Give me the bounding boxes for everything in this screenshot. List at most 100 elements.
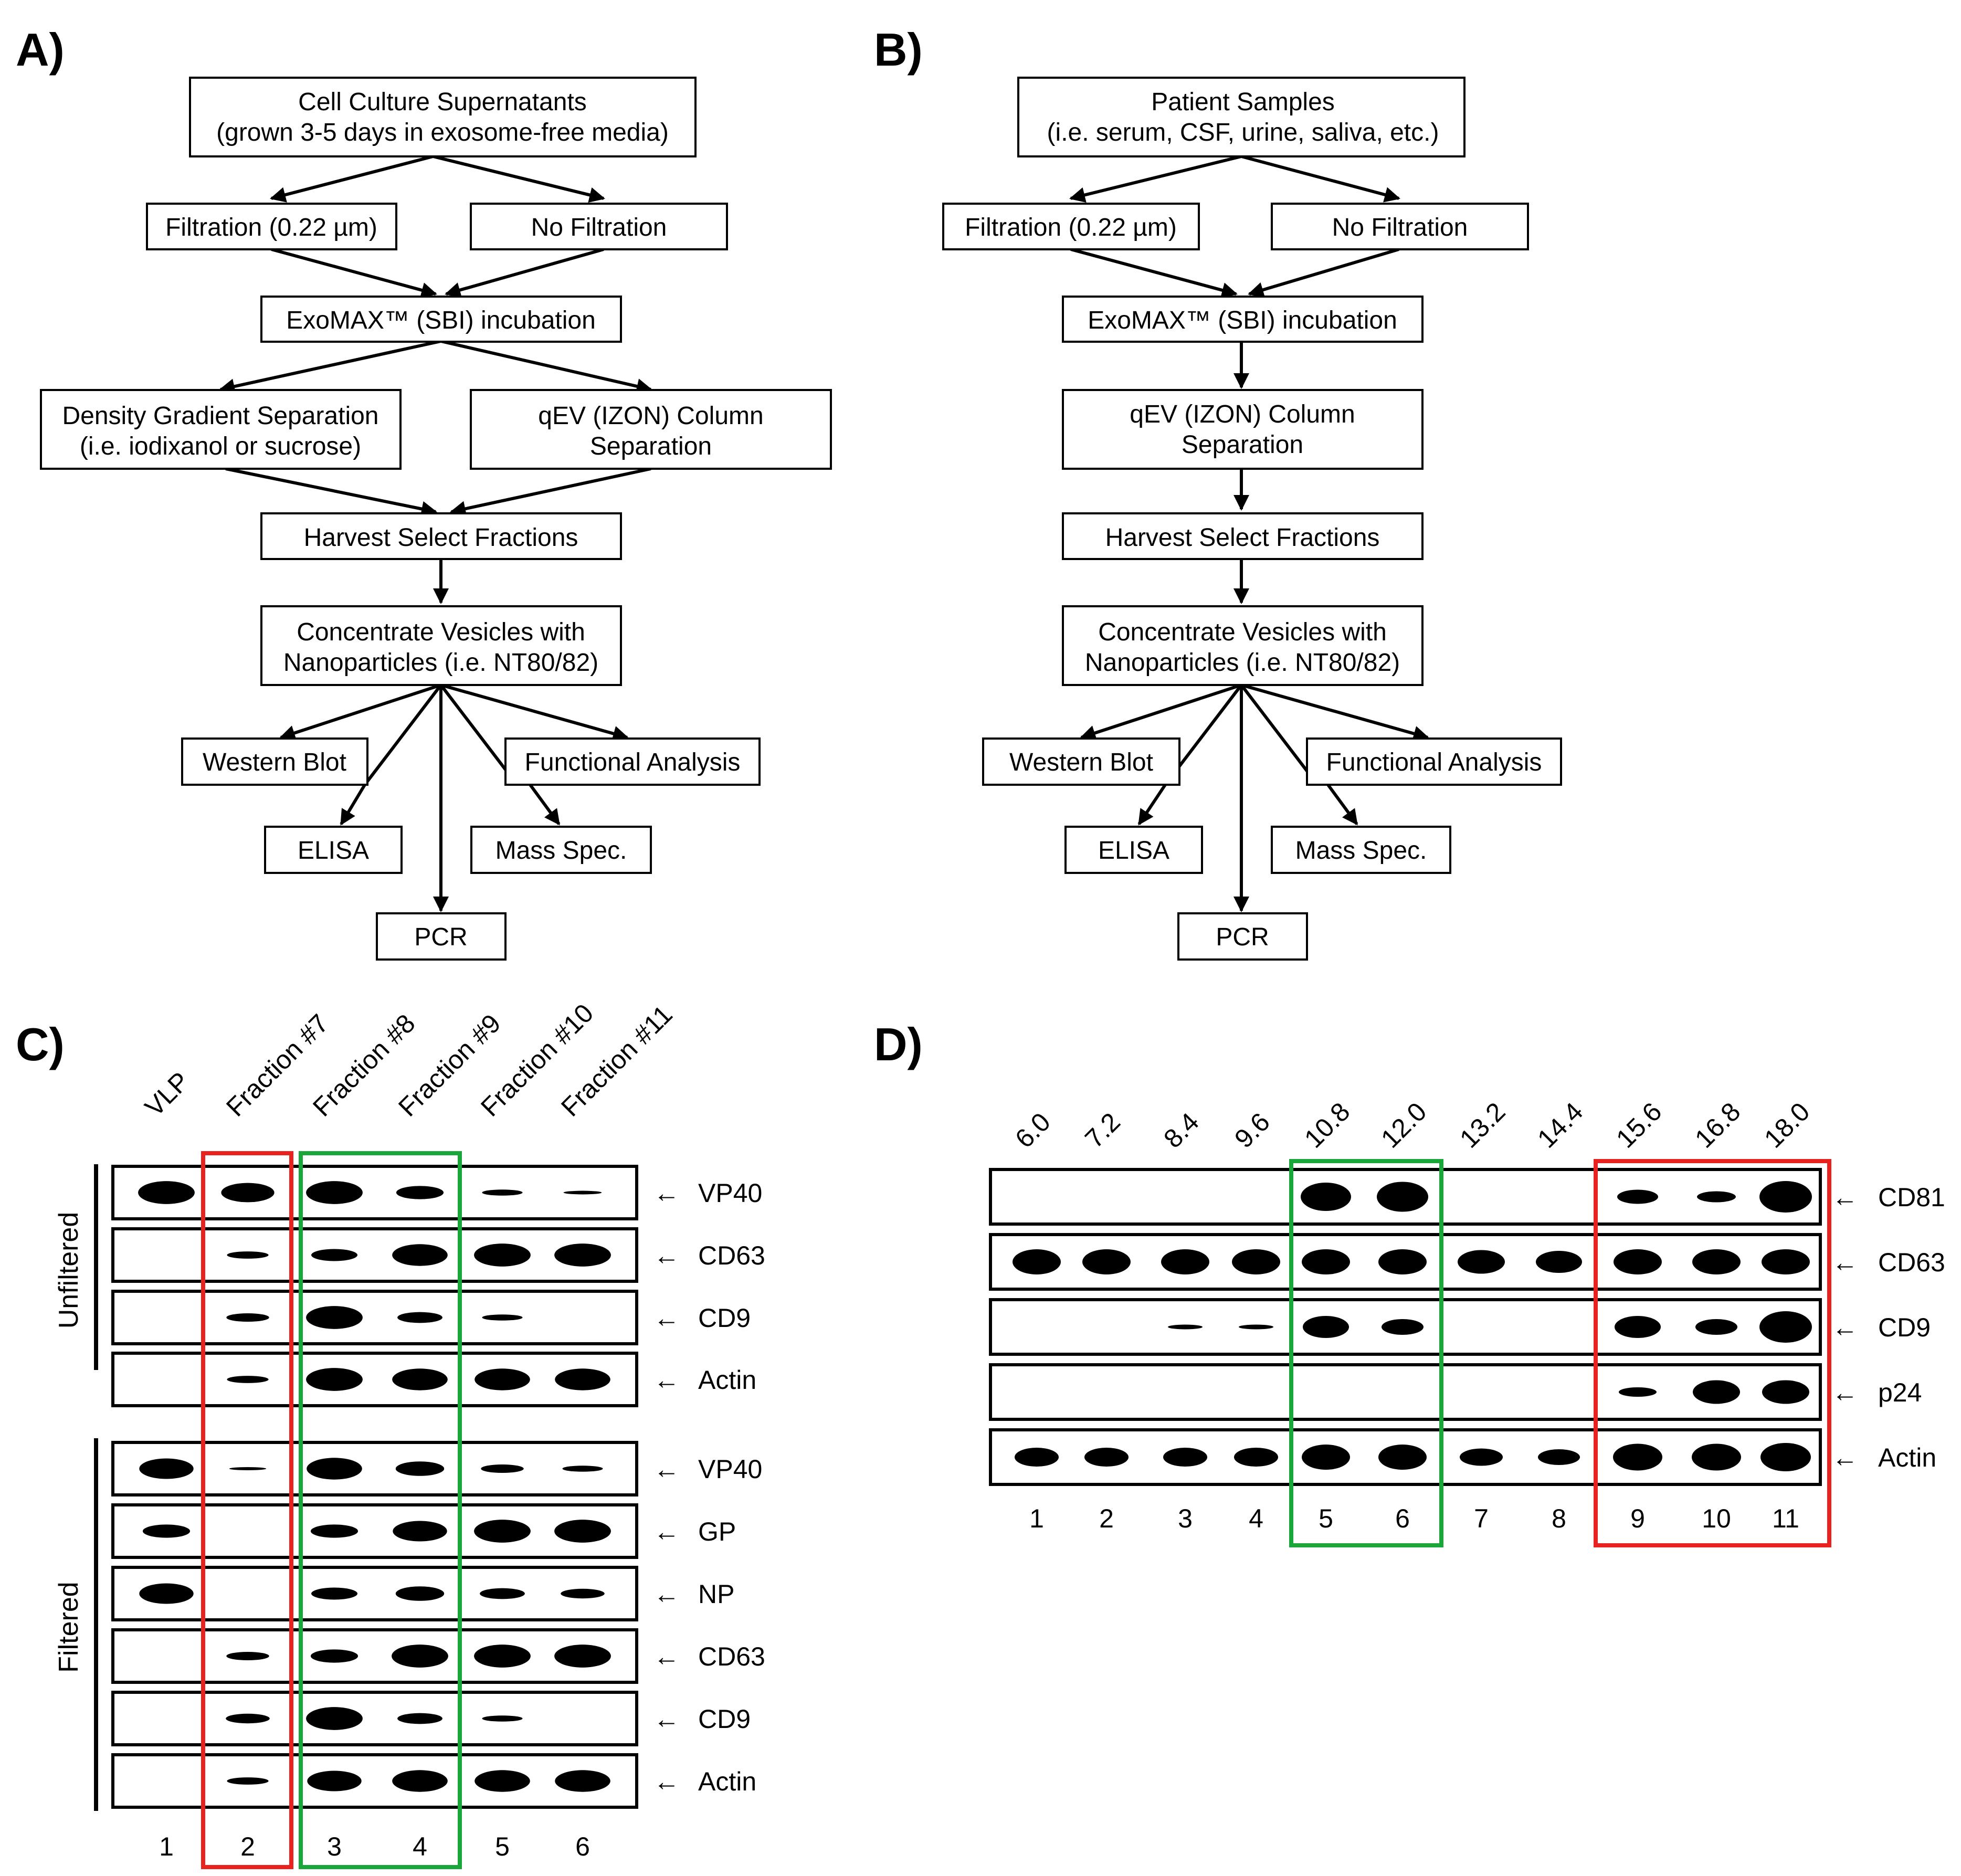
d-band-cd81-lane-5 <box>1301 1183 1351 1211</box>
c-band-cd63-lane-5 <box>474 1243 531 1267</box>
c-lane-number: 2 <box>240 1832 255 1861</box>
arrow-icon: ← <box>653 1241 680 1270</box>
c-band-actin-lane-6 <box>555 1770 610 1792</box>
arrow-icon: ← <box>1832 1378 1858 1407</box>
c-band-gp-lane-4 <box>393 1521 447 1542</box>
c-band-vp40-lane-3 <box>306 1181 363 1204</box>
c-band-vp40-lane-3 <box>307 1458 362 1480</box>
c-lane-number: 5 <box>495 1832 510 1861</box>
c-row-label: NP <box>698 1579 734 1609</box>
c-band-vp40-lane-2 <box>229 1467 267 1470</box>
d-band-actin-lane-11 <box>1760 1443 1811 1471</box>
a-concentrate-line1: Concentrate Vesicles with <box>297 618 585 646</box>
d-band-actin-lane-6 <box>1378 1445 1427 1470</box>
a-mass-label: Mass Spec. <box>495 837 627 865</box>
d-row-label: p24 <box>1878 1378 1922 1407</box>
b-exomax-label: ExoMAX™ (SBI) incubation <box>1088 307 1397 334</box>
arrow-icon: ← <box>1832 1443 1858 1472</box>
c-lane-number: 6 <box>575 1832 590 1861</box>
arrow-icon: ← <box>653 1178 680 1208</box>
panel-b-label: B) <box>874 24 923 76</box>
d-band-cd9-lane-10 <box>1695 1319 1737 1335</box>
c-band-np-lane-1 <box>139 1583 194 1604</box>
panel-d-blots: ←CD81←CD63←CD9←p24←Actin <box>989 1168 1945 1486</box>
group-label-filtered: Filtered <box>54 1582 84 1672</box>
c-band-actin-lane-2 <box>227 1376 269 1383</box>
c-band-vp40-lane-6 <box>562 1466 603 1472</box>
c-blot-row-cd63 <box>111 1628 638 1684</box>
arrow-icon: ← <box>653 1579 680 1609</box>
c-band-vp40-lane-4 <box>395 1461 445 1476</box>
b-functional-label: Functional Analysis <box>1326 749 1542 776</box>
b-patient-line1: Patient Samples <box>1151 88 1335 116</box>
arrow-icon: ← <box>653 1704 680 1734</box>
c-band-cd63-lane-3 <box>311 1249 357 1261</box>
c-band-vp40-lane-4 <box>396 1186 444 1199</box>
a-density-line1: Density Gradient Separation <box>62 402 379 430</box>
b-qev-line1: qEV (IZON) Column <box>1130 401 1355 428</box>
b-concentrate-line1: Concentrate Vesicles with <box>1098 618 1387 646</box>
a-qev-line1: qEV (IZON) Column <box>538 402 763 430</box>
c-band-cd63-lane-4 <box>392 1244 448 1266</box>
panel-c-highlight-boxes <box>201 1151 462 1869</box>
a-qev-line2: Separation <box>590 433 712 460</box>
d-blot-row-cd9 <box>989 1298 1822 1356</box>
c-band-cd63-lane-2 <box>226 1651 269 1661</box>
b-mass-label: Mass Spec. <box>1295 837 1427 865</box>
panel-d-label: D) <box>874 1018 923 1070</box>
c-band-actin-lane-2 <box>227 1777 269 1785</box>
d-band-cd9-lane-5 <box>1303 1316 1349 1338</box>
d-column-label: 8.4 <box>1158 1107 1205 1154</box>
d-band-p24-lane-10 <box>1693 1380 1740 1404</box>
c-band-vp40-lane-5 <box>482 1189 523 1196</box>
d-band-actin-lane-7 <box>1460 1448 1503 1466</box>
d-lane-number: 11 <box>1772 1504 1799 1533</box>
d-band-p24-lane-9 <box>1619 1387 1657 1397</box>
a-harvest-label: Harvest Select Fractions <box>304 524 578 552</box>
a-elisa-label: ELISA <box>298 837 369 865</box>
c-band-gp-lane-6 <box>554 1520 611 1543</box>
c-band-gp-lane-3 <box>310 1524 359 1538</box>
c-band-actin-lane-4 <box>392 1368 448 1390</box>
panel-a-boxes <box>40 77 832 961</box>
d-column-label: 16.8 <box>1689 1097 1746 1153</box>
group-label-unfiltered: Unfiltered <box>54 1212 84 1329</box>
c-band-cd9-lane-3 <box>306 1707 363 1730</box>
a-supernatants-line2: (grown 3-5 days in exosome-free media) <box>216 119 669 146</box>
d-band-cd9-lane-11 <box>1759 1311 1812 1343</box>
panel-a: A) <box>16 24 832 961</box>
d-lane-number: 2 <box>1099 1504 1114 1533</box>
d-band-actin-lane-4 <box>1234 1448 1278 1467</box>
d-band-cd81-lane-10 <box>1697 1191 1736 1203</box>
c-band-actin-lane-4 <box>392 1770 448 1792</box>
d-band-cd63-lane-2 <box>1082 1249 1131 1274</box>
d-column-label: 7.2 <box>1079 1107 1126 1154</box>
b-no-filtration-label: No Filtration <box>1332 214 1468 241</box>
c-blot-row-vp40 <box>111 1441 638 1496</box>
c-band-np-lane-6 <box>561 1588 605 1599</box>
b-concentrate-line2: Nanoparticles (i.e. NT80/82) <box>1085 649 1400 677</box>
d-lane-number: 4 <box>1249 1504 1263 1533</box>
d-row-label: Actin <box>1878 1443 1936 1472</box>
c-row-label: VP40 <box>698 1455 762 1484</box>
c-lane-number: 1 <box>159 1832 174 1861</box>
a-density-line2: (i.e. iodixanol or sucrose) <box>80 433 361 460</box>
d-lane-number: 1 <box>1029 1504 1044 1533</box>
panel-a-arrows <box>219 155 652 912</box>
c-band-cd63-lane-6 <box>554 1243 611 1267</box>
arrow-icon: ← <box>653 1365 680 1395</box>
c-band-cd63-lane-3 <box>310 1649 359 1663</box>
arrow-icon: ← <box>653 1517 680 1546</box>
d-band-cd81-lane-9 <box>1617 1189 1658 1204</box>
c-lane-number: 4 <box>413 1832 427 1861</box>
arrow-icon: ← <box>1832 1248 1858 1277</box>
b-patient-line2: (i.e. serum, CSF, urine, saliva, etc.) <box>1047 119 1439 146</box>
d-band-cd9-lane-4 <box>1239 1324 1273 1330</box>
d-band-actin-lane-10 <box>1692 1443 1741 1471</box>
